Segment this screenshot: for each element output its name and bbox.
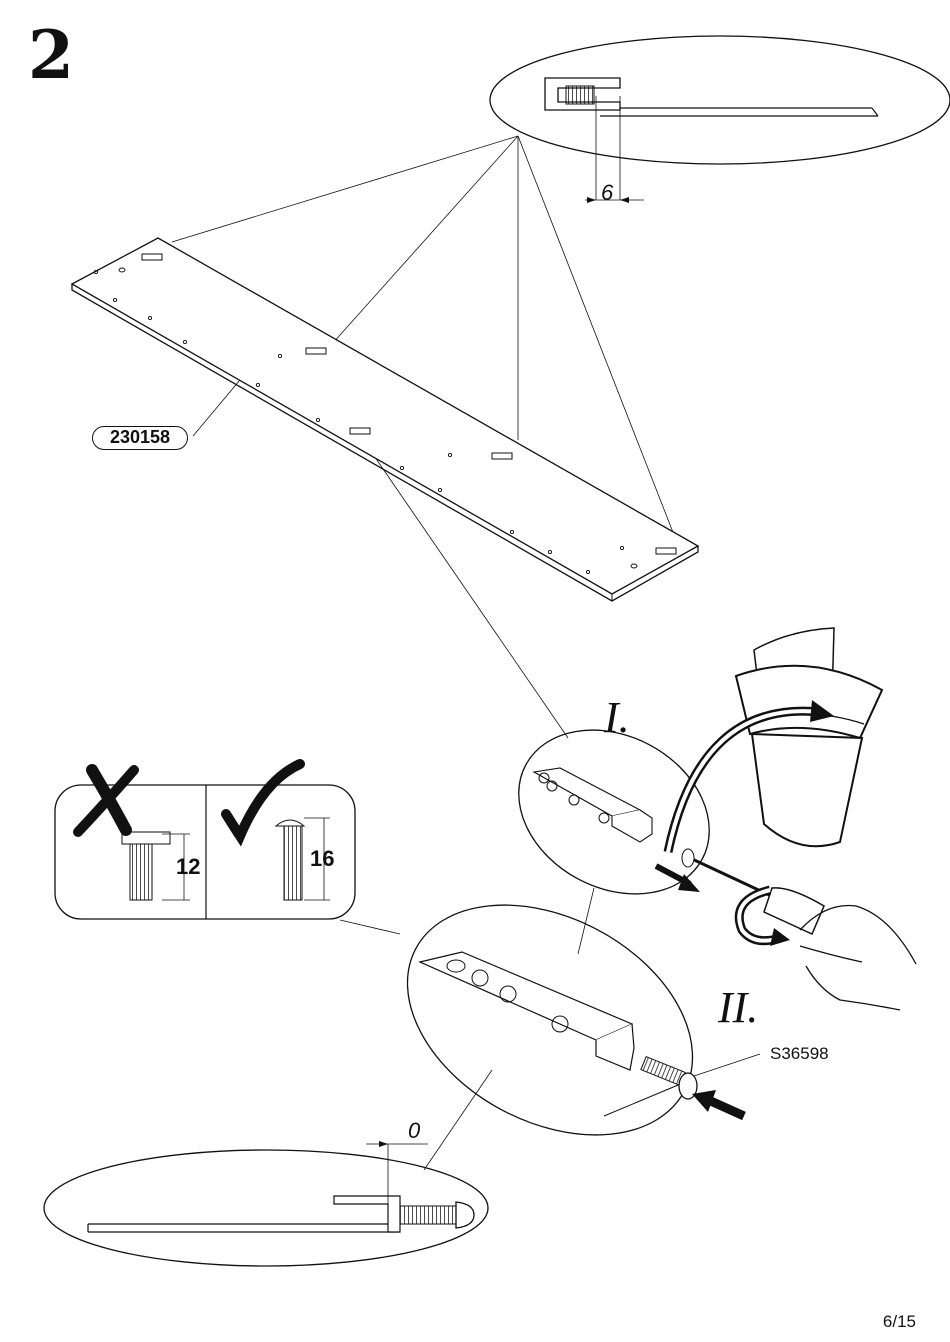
part-label: 230158: [92, 426, 188, 450]
bottom-detail-view: [44, 1141, 488, 1266]
bottom-gap-dimension: 0: [408, 1118, 420, 1144]
push-arrow-icon: [692, 1090, 744, 1116]
top-detail-view: [490, 36, 950, 203]
trash-bin-icon: [736, 628, 882, 846]
sub-step-1-label: I.: [604, 692, 630, 743]
step-number: 2: [28, 22, 74, 88]
page-number: 6/15: [883, 1312, 916, 1332]
fitting-detail-view-2: [368, 859, 732, 1182]
top-gap-dimension: 6: [601, 180, 613, 206]
screw-selection-box: [55, 764, 355, 919]
sub-step-2-label: II.: [718, 982, 758, 1033]
short-screw-length: 12: [176, 854, 200, 880]
panel-230158: [72, 238, 698, 601]
screw-code-label: S36598: [770, 1044, 829, 1064]
pull-arrow-icon: [656, 866, 700, 892]
screw-s36598: [641, 1054, 760, 1099]
long-screw-length: 16: [310, 846, 334, 872]
